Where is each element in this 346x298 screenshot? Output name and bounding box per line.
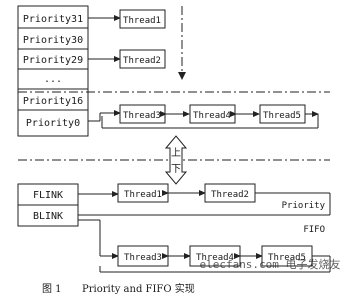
up-down-arrow: 上 下 (164, 135, 188, 185)
up-label: 上 (171, 147, 181, 159)
priority-level-31: Priority31 (23, 14, 83, 25)
down-label: 下 (171, 164, 181, 175)
thread2-box (119, 49, 166, 69)
priority-level-30: Priority30 (23, 35, 83, 46)
bottom-thread4-label: Thread4 (196, 253, 234, 263)
watermark-logo: elecfans.com 电子发烧友 (199, 257, 340, 271)
thread1-label: Thread1 (123, 16, 161, 26)
priority-level-0: Priority0 (26, 118, 80, 129)
caption-figure-no: 图 1 (42, 283, 62, 295)
fifo-thread2-label: Thread2 (211, 190, 249, 200)
fifo-tag: FIFO (303, 225, 325, 235)
priority-level-29: Priority29 (23, 55, 83, 66)
thread2-label: Thread2 (123, 56, 161, 66)
thread1-box (119, 9, 166, 29)
p0-thread5-label: Thread5 (263, 111, 301, 121)
priority-tag: Priority (282, 201, 326, 211)
p0-thread3-label: Thread3 (123, 111, 161, 121)
flink-label: FLINK (33, 190, 63, 201)
blink-label: BLINK (33, 211, 63, 222)
priority-level-ellipsis: ... (44, 74, 62, 85)
bottom-thread5-label: Thread5 (268, 253, 306, 263)
bottom-thread3-label: Thread3 (124, 253, 162, 263)
fifo-thread1-label: Thread1 (124, 190, 162, 200)
priority-table-frame (17, 5, 89, 137)
priority-table: Priority31 Priority30 Priority29 ... Pri… (17, 5, 89, 137)
caption-text: Priority and FIFO 实现 (82, 282, 195, 295)
priority-level-16: Priority16 (23, 96, 83, 107)
p0-thread4-label: Thread4 (193, 111, 231, 121)
